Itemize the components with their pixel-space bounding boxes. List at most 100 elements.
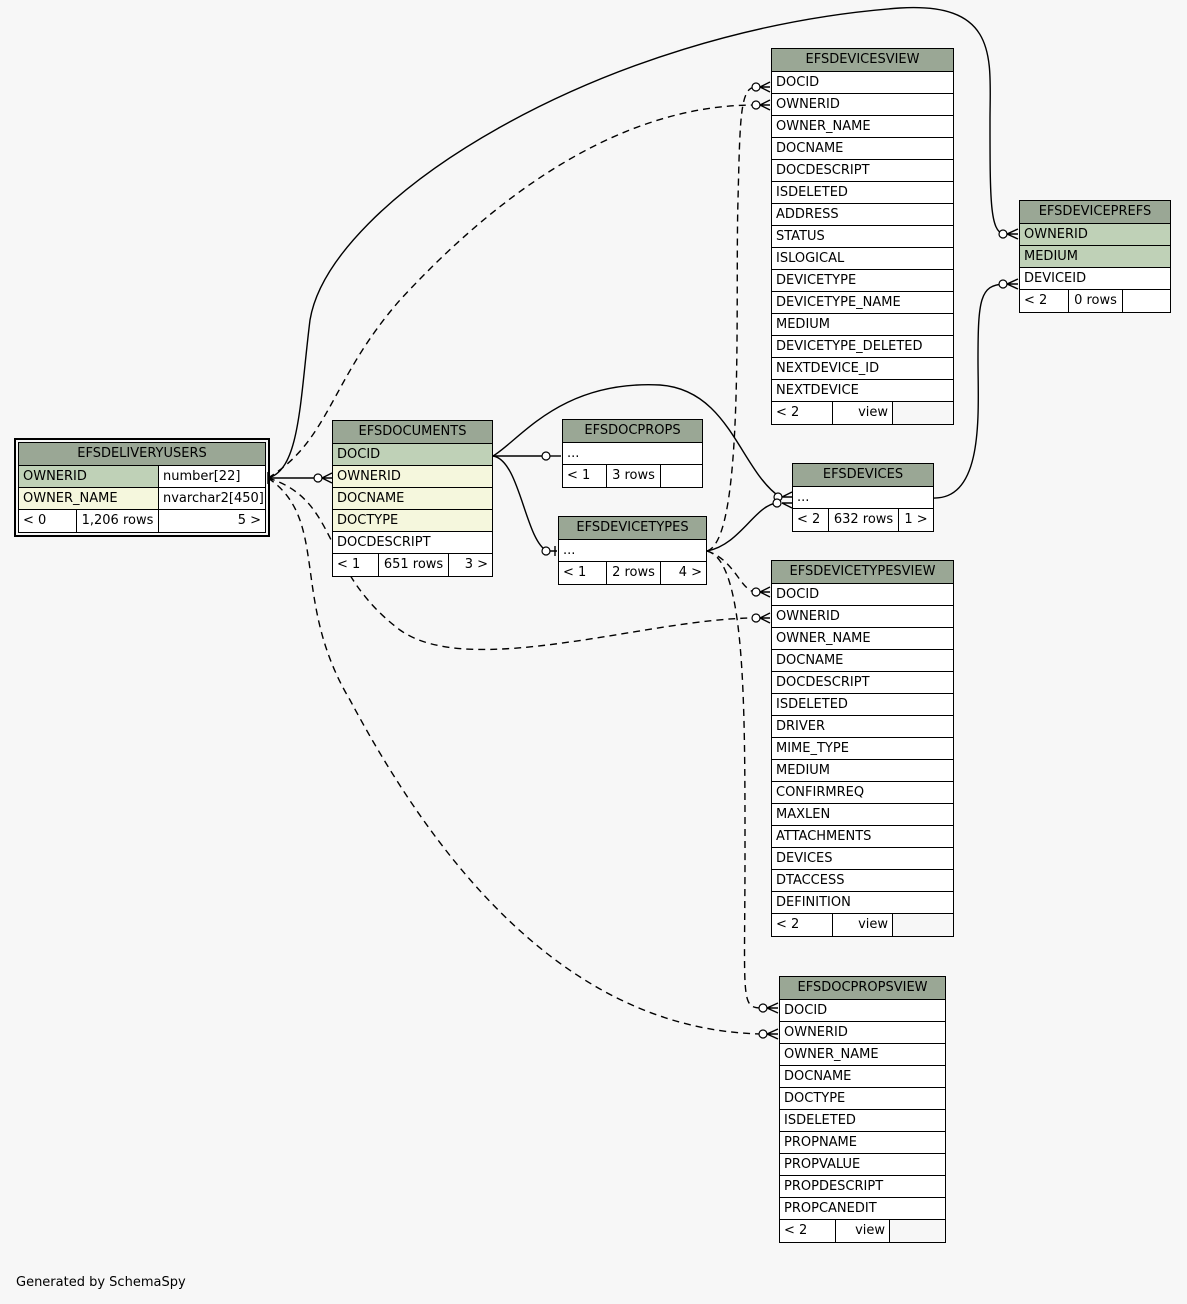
column-row[interactable]: PROPCANEDIT [780,1198,945,1220]
table-efsdeviceprefs[interactable]: EFSDEVICEPREFS OWNERID MEDIUM DEVICEID <… [1019,200,1171,313]
column-row[interactable]: ... [793,487,933,509]
table-title[interactable]: EFSDEVICEPREFS [1020,201,1170,224]
column-row[interactable]: DRIVER [772,716,953,738]
table-efsdevices[interactable]: EFSDEVICES ... < 2 632 rows 1 > [792,463,934,532]
children-link[interactable]: 1 > [904,512,928,527]
table-title[interactable]: EFSDOCPROPSVIEW [780,977,945,1000]
table-title[interactable]: EFSDELIVERYUSERS [19,443,265,466]
column-row[interactable]: OWNER_NAME [772,628,953,650]
column-row[interactable]: DOCTYPE [780,1088,945,1110]
parents-link[interactable]: < 2 [780,1220,836,1242]
table-title[interactable]: EFSDOCUMENTS [333,421,492,444]
row-count: view [833,914,893,936]
column-row[interactable]: OWNERID [772,94,953,116]
column-row[interactable]: ISDELETED [772,694,953,716]
column-row[interactable]: DOCID [333,444,492,466]
column-row[interactable]: MEDIUM [772,760,953,782]
column-row[interactable]: MEDIUM [772,314,953,336]
parents-link[interactable]: < 0 [19,510,77,532]
column-row[interactable]: PROPVALUE [780,1154,945,1176]
column-row[interactable]: DOCDESCRIPT [333,532,492,554]
children-link[interactable] [890,1220,945,1242]
column-row[interactable]: OWNER_NAME [772,116,953,138]
table-efsdevicesview[interactable]: EFSDEVICESVIEW DOCID OWNERID OWNER_NAME … [771,48,954,425]
parents-link[interactable]: < 2 [793,509,829,531]
children-link[interactable]: 5 > [237,513,261,528]
column-row[interactable]: DOCID [772,584,953,606]
children-link[interactable]: 4 > [678,565,702,580]
column-row[interactable]: ADDRESS [772,204,953,226]
column-type: nvarchar2[450] [159,488,265,509]
table-title[interactable]: EFSDOCPROPS [563,420,702,443]
column-row[interactable]: DOCDESCRIPT [772,160,953,182]
table-efsdevicetypesview[interactable]: EFSDEVICETYPESVIEW DOCID OWNERID OWNER_N… [771,560,954,937]
children-link[interactable] [893,914,953,936]
column-row[interactable]: DEVICETYPE_NAME [772,292,953,314]
column-row[interactable]: OWNERID [772,606,953,628]
column-row[interactable]: DEVICEID [1020,268,1170,290]
table-title[interactable]: EFSDEVICESVIEW [772,49,953,72]
parents-link[interactable]: < 2 [772,402,833,424]
column-row[interactable]: ... [563,443,702,465]
row-count: view [833,402,893,424]
column-row[interactable]: PROPDESCRIPT [780,1176,945,1198]
column-row[interactable]: DOCNAME [772,650,953,672]
column-row[interactable]: DEVICES [772,848,953,870]
column-row[interactable]: DOCTYPE [333,510,492,532]
table-title[interactable]: EFSDEVICES [793,464,933,487]
table-footer: < 2 view [780,1220,945,1242]
table-footer: < 2 632 rows 1 > [793,509,933,531]
column-row[interactable]: DTACCESS [772,870,953,892]
table-efsdocpropsview[interactable]: EFSDOCPROPSVIEW DOCID OWNERID OWNER_NAME… [779,976,946,1243]
column-row[interactable]: DEVICETYPE [772,270,953,292]
parents-link[interactable]: < 2 [1020,290,1069,312]
parents-link[interactable]: < 1 [563,465,607,487]
table-efsdeliveryusers[interactable]: EFSDELIVERYUSERS OWNERID number[22] OWNE… [14,438,270,537]
column-row[interactable]: OWNERID [1020,224,1170,246]
table-efsdocuments[interactable]: EFSDOCUMENTS DOCID OWNERID DOCNAME DOCTY… [332,420,493,577]
column-row[interactable]: DOCDESCRIPT [772,672,953,694]
edge-documents-devices [492,384,781,498]
parents-link[interactable]: < 1 [333,554,379,576]
column-row[interactable]: OWNERID [780,1022,945,1044]
column-row[interactable]: OWNERID number[22] [19,466,265,488]
column-row[interactable]: ATTACHMENTS [772,826,953,848]
table-efsdocprops[interactable]: EFSDOCPROPS ... < 1 3 rows [562,419,703,488]
children-link[interactable] [661,465,702,487]
column-row[interactable]: PROPNAME [780,1132,945,1154]
parents-link[interactable]: < 1 [559,562,607,584]
column-row[interactable]: MAXLEN [772,804,953,826]
column-row[interactable]: DOCNAME [333,488,492,510]
column-row[interactable]: DOCID [780,1000,945,1022]
children-link[interactable]: 3 > [464,557,488,572]
edge-devices-deviceprefs [932,283,1005,499]
column-row[interactable]: STATUS [772,226,953,248]
column-row[interactable]: MIME_TYPE [772,738,953,760]
column-row[interactable]: DOCID [772,72,953,94]
table-efsdevicetypes[interactable]: EFSDEVICETYPES ... < 1 2 rows 4 > [558,516,707,585]
column-row[interactable]: OWNERID [333,466,492,488]
parents-link[interactable]: < 2 [772,914,833,936]
column-row[interactable]: OWNER_NAME nvarchar2[450] [19,488,265,510]
column-row[interactable]: ... [559,540,706,562]
edge-deliveryusers-deviceprefs [267,6,1005,479]
column-row[interactable]: CONFIRMREQ [772,782,953,804]
row-count: 3 rows [607,465,661,487]
column-row[interactable]: NEXTDEVICE [772,380,953,402]
column-row[interactable]: MEDIUM [1020,246,1170,268]
column-row[interactable]: DOCNAME [772,138,953,160]
table-title[interactable]: EFSDEVICETYPES [559,517,706,540]
children-link[interactable] [893,402,953,424]
column-row[interactable]: ISDELETED [780,1110,945,1132]
table-title[interactable]: EFSDEVICETYPESVIEW [772,561,953,584]
column-row[interactable]: OWNER_NAME [780,1044,945,1066]
column-row[interactable]: DOCNAME [780,1066,945,1088]
column-row[interactable]: DEVICETYPE_DELETED [772,336,953,358]
column-row[interactable]: NEXTDEVICE_ID [772,358,953,380]
children-link[interactable] [1123,290,1170,312]
column-row[interactable]: DEFINITION [772,892,953,914]
edge-deliveryusers-devicetypesview [267,477,756,651]
column-row[interactable]: ISDELETED [772,182,953,204]
column-row[interactable]: ISLOGICAL [772,248,953,270]
edge-deliveryusers-devicesview [267,104,756,479]
